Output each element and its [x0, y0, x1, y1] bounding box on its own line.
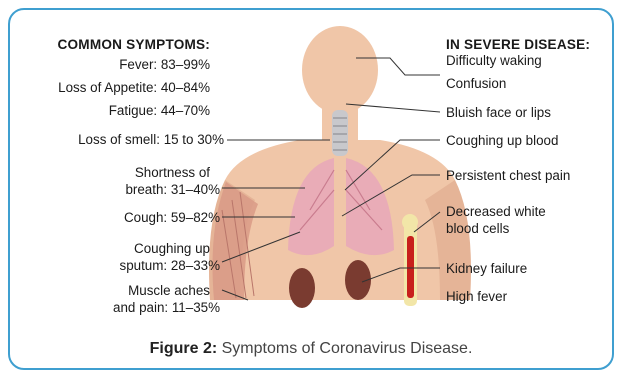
- severe-blood: Coughing up blood: [446, 132, 558, 149]
- right-heading: IN SEVERE DISEASE:: [446, 36, 590, 53]
- symptom-muscle-line1: Muscle aches: [128, 282, 210, 299]
- symptom-sputum-line1: Coughing up: [134, 240, 210, 257]
- symptom-sputum-line2: sputum: 28–33%: [120, 257, 221, 274]
- figure-caption: Figure 2: Symptoms of Coronavirus Diseas…: [0, 340, 622, 358]
- trachea: [332, 110, 348, 156]
- leader-bluish: [346, 104, 440, 112]
- symptom-smell: Loss of smell: 15 to 30%: [78, 131, 224, 148]
- symptom-breath-line2: breath: 31–40%: [125, 181, 220, 198]
- severe-waking: Difficulty waking: [446, 52, 542, 69]
- severe-chest: Persistent chest pain: [446, 167, 570, 184]
- symptom-breath-line1: Shortness of: [135, 164, 210, 181]
- left-heading: COMMON SYMPTOMS:: [58, 36, 210, 53]
- caption-text: Symptoms of Coronavirus Disease.: [222, 340, 473, 357]
- symptom-fatigue: Fatigue: 44–70%: [109, 102, 210, 119]
- caption-label: Figure 2:: [150, 340, 218, 357]
- symptom-fever: Fever: 83–99%: [119, 56, 210, 73]
- symptom-cough: Cough: 59–82%: [124, 209, 220, 226]
- severe-bluish: Bluish face or lips: [446, 104, 551, 121]
- bone-marrow: [402, 214, 418, 306]
- symptom-muscle-line2: and pain: 11–35%: [113, 299, 220, 316]
- severe-confusion: Confusion: [446, 75, 506, 92]
- severe-wbc-line2: blood cells: [446, 220, 509, 237]
- severe-fever: High fever: [446, 288, 507, 305]
- severe-kidney: Kidney failure: [446, 260, 527, 277]
- body-silhouette: [209, 26, 471, 300]
- symptom-appetite: Loss of Appetite: 40–84%: [58, 79, 210, 96]
- severe-wbc-line1: Decreased white: [446, 203, 546, 220]
